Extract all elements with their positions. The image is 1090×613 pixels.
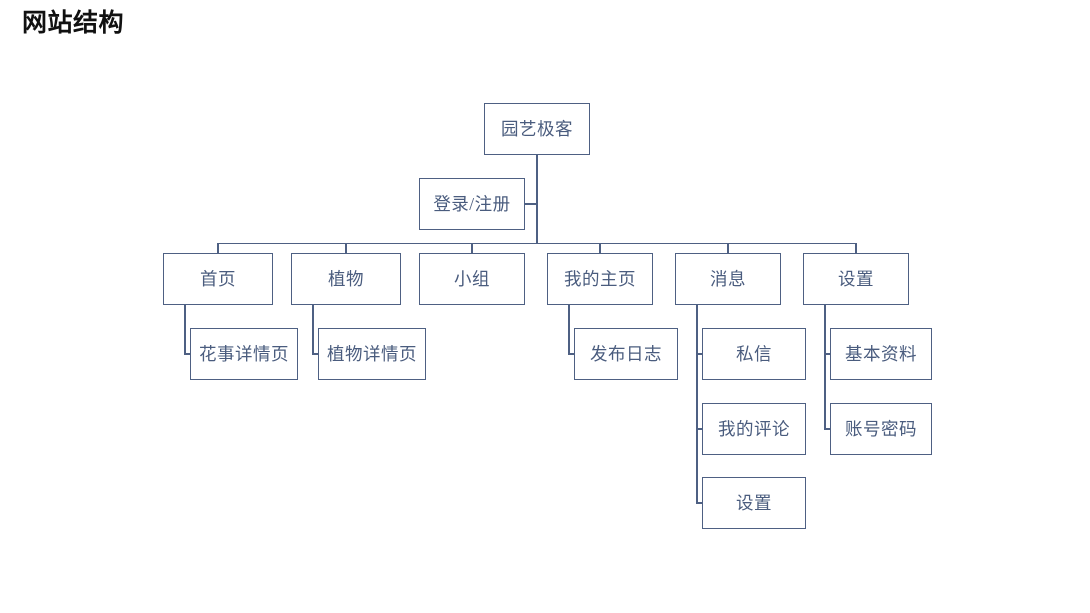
connector-line	[697, 353, 704, 355]
node-label: 发布日志	[590, 344, 662, 364]
node-messages[interactable]: 消息	[675, 253, 781, 305]
node-label: 植物详情页	[327, 343, 417, 364]
node-label: 基本资料	[845, 344, 917, 364]
node-groups[interactable]: 小组	[419, 253, 525, 305]
node-root[interactable]: 园艺极客	[484, 103, 590, 155]
connector-line	[697, 502, 704, 504]
connector-line	[697, 428, 704, 430]
connector-line	[696, 305, 698, 505]
connector-line	[312, 305, 314, 356]
connector-line	[525, 203, 539, 205]
connector-line	[217, 243, 219, 255]
connector-line	[345, 243, 347, 255]
page-title: 网站结构	[22, 9, 125, 37]
connector-line	[217, 243, 857, 245]
connector-line	[855, 243, 857, 255]
node-acct_password[interactable]: 账号密码	[830, 403, 932, 455]
node-label: 消息	[710, 269, 746, 289]
connector-line	[599, 243, 601, 255]
node-label: 园艺极客	[501, 119, 573, 139]
connector-line	[568, 305, 570, 356]
node-msg_settings[interactable]: 设置	[702, 477, 806, 529]
connector-line	[569, 353, 576, 355]
connector-line	[536, 155, 538, 245]
node-home[interactable]: 首页	[163, 253, 273, 305]
node-plants[interactable]: 植物	[291, 253, 401, 305]
node-label: 花事详情页	[199, 343, 289, 364]
node-my_comments[interactable]: 我的评论	[702, 403, 806, 455]
node-private_msg[interactable]: 私信	[702, 328, 806, 380]
node-label: 植物	[328, 269, 364, 289]
node-label: 登录/注册	[433, 193, 511, 214]
node-label: 私信	[736, 344, 772, 364]
node-settings[interactable]: 设置	[803, 253, 909, 305]
connector-line	[825, 353, 832, 355]
node-label: 设置	[736, 493, 772, 513]
node-myhome[interactable]: 我的主页	[547, 253, 653, 305]
connector-line	[727, 243, 729, 255]
node-post_log[interactable]: 发布日志	[574, 328, 678, 380]
connector-line	[824, 305, 826, 431]
connector-line	[184, 305, 186, 356]
node-label: 首页	[200, 269, 236, 289]
node-basic_profile[interactable]: 基本资料	[830, 328, 932, 380]
node-label: 小组	[454, 269, 490, 289]
node-plant_detail[interactable]: 植物详情页	[318, 328, 426, 380]
node-flower_detail[interactable]: 花事详情页	[190, 328, 298, 380]
node-label: 账号密码	[845, 419, 917, 439]
connector-line	[185, 353, 192, 355]
connector-line	[471, 243, 473, 255]
node-label: 我的评论	[718, 419, 790, 439]
connector-line	[313, 353, 320, 355]
node-label: 我的主页	[564, 269, 636, 289]
node-label: 设置	[838, 269, 874, 289]
node-login[interactable]: 登录/注册	[419, 178, 525, 230]
connector-line	[825, 428, 832, 430]
